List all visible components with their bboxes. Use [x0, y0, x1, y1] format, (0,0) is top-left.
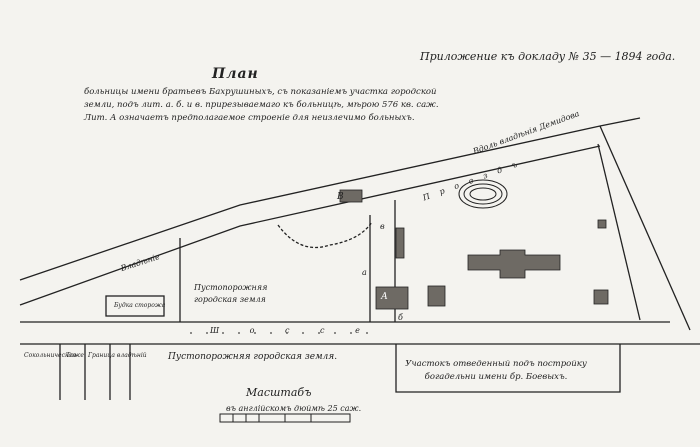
scale-bar — [219, 413, 351, 423]
left-col-lines — [59, 344, 131, 400]
scale-title: Масштабъ — [246, 386, 312, 399]
building-small-1 — [427, 285, 446, 307]
vacant-land-bottom-label: Пустопорожняя городская земля. — [168, 352, 338, 362]
vacant-land-center-label: Пустопорожняя городская земля — [194, 283, 268, 304]
left-column-label-2: Тоже — [66, 352, 84, 359]
scale-text: въ англійскомъ дюймѣ 25 саж. — [226, 404, 362, 413]
building-small-3 — [593, 289, 609, 305]
building-small-2 — [395, 227, 405, 259]
left-column-label-1: Сокольническая — [24, 352, 77, 359]
main-building — [467, 249, 561, 279]
road-upper-edge — [19, 117, 641, 281]
site-right-border — [597, 143, 641, 321]
letter-B: В — [337, 192, 344, 202]
oval-garden — [458, 179, 508, 209]
building-A — [375, 286, 409, 310]
bottom-plot-note: Участокъ отведенный подъ постройку богад… — [405, 359, 587, 382]
kiosk-label: Будка сторожа — [114, 302, 166, 309]
map-title: План — [212, 66, 259, 82]
bottom-plot-box — [395, 344, 621, 393]
inner-curve — [277, 221, 373, 249]
map-description: больницы имени братьевъ Бахрушиныхъ, съ … — [84, 87, 439, 123]
left-column-label-3: Граница владѣній — [88, 352, 147, 359]
road-lower-edge — [19, 145, 601, 306]
building-B — [339, 189, 363, 203]
right-road-edge — [599, 125, 691, 331]
letter-A: А — [381, 292, 388, 302]
highway-label: Ш о с с е — [210, 326, 374, 335]
building-small-4 — [597, 219, 607, 229]
appendix-note: Приложение къ докладу № 35 — 1894 года. — [420, 50, 676, 63]
letter-b: б — [398, 313, 403, 322]
letter-a: а — [362, 268, 367, 277]
kiosk-box — [105, 295, 165, 317]
letter-v: в — [380, 222, 385, 231]
